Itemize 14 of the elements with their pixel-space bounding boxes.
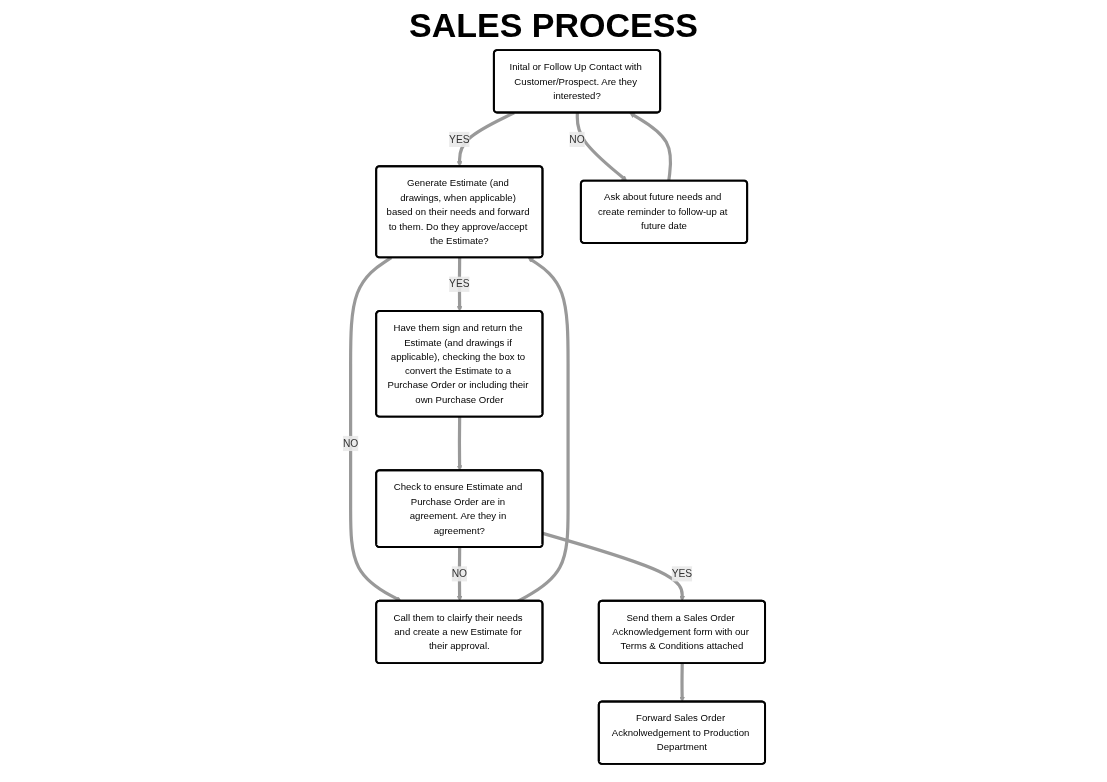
edge-label: YES	[448, 133, 470, 145]
edge-label: NO	[568, 133, 585, 145]
arrow	[678, 663, 685, 703]
arrow	[541, 531, 685, 602]
arrow	[348, 256, 401, 602]
edge-label: NO	[451, 568, 467, 580]
arrow	[456, 111, 515, 167]
arrow	[456, 416, 462, 471]
edge-label: NO	[342, 437, 358, 449]
edge-label: YES	[671, 568, 692, 580]
arrow	[628, 112, 672, 182]
diagram-title: SALES PROCESS	[407, 6, 700, 45]
arrow	[575, 112, 627, 182]
edge-label: YES	[448, 278, 470, 290]
